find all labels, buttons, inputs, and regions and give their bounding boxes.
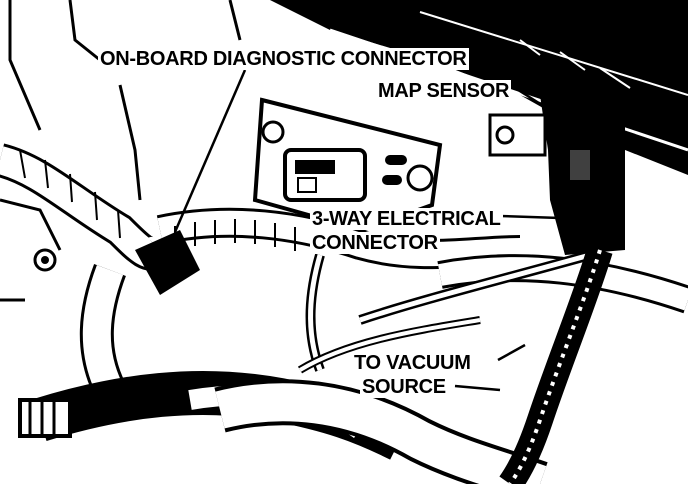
electrical-connector-label-line2: CONNECTOR	[310, 232, 440, 254]
map-sensor-label: MAP SENSOR	[376, 80, 512, 102]
map-sensor-body	[488, 80, 625, 255]
obd-connector-label: ON-BOARD DIAGNOSTIC CONNECTOR	[98, 48, 469, 70]
leader-vacuum-2	[454, 384, 501, 392]
leader-electrical	[499, 214, 561, 220]
frame-lines	[0, 0, 242, 302]
diagnostic-connector-plug	[33, 230, 200, 295]
vacuum-source-label-line2: SOURCE	[360, 376, 448, 398]
leader-vacuum-1	[497, 343, 526, 362]
electrical-connector-label-line1: 3-WAY ELECTRICAL	[310, 208, 503, 230]
hose-loom	[0, 143, 688, 484]
hose-clamp	[18, 398, 72, 438]
three-way-connector-body	[283, 148, 367, 202]
vacuum-source-label-line1: TO VACUUM	[352, 352, 473, 374]
leader-map	[514, 86, 551, 112]
leader-lines	[173, 69, 561, 392]
leader-obd	[173, 69, 247, 233]
